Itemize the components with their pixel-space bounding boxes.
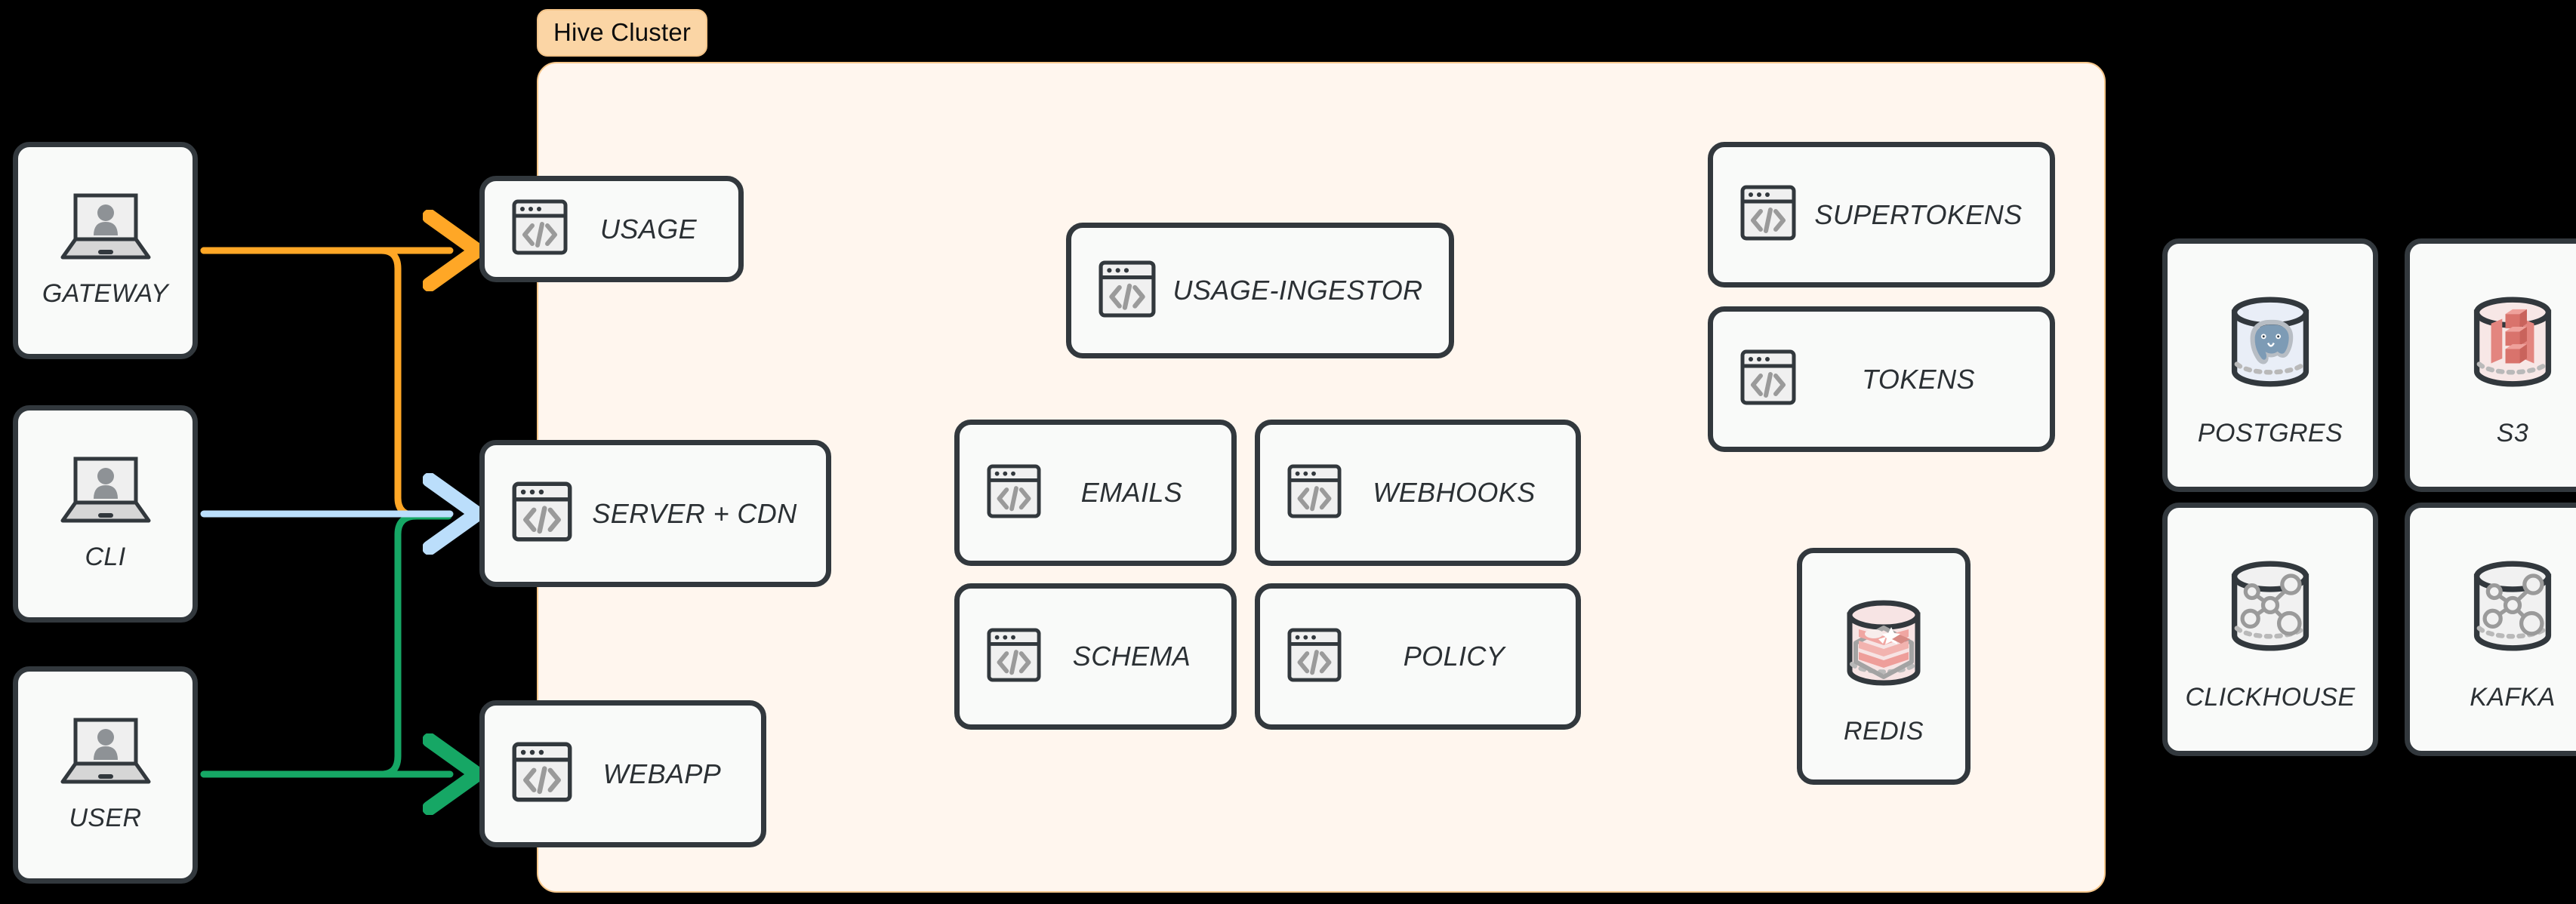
service-node-emails[interactable]: EMAILS <box>954 420 1237 566</box>
datastore-node-s3[interactable]: S3 <box>2405 238 2576 492</box>
service-label: POLICY <box>1403 641 1505 672</box>
s3-cylinder-icon <box>2453 282 2572 405</box>
code-window-icon <box>1287 463 1342 522</box>
datastore-label: POSTGRES <box>2197 419 2343 447</box>
client-node-cli[interactable]: CLI <box>13 405 198 623</box>
service-label: SERVER + CDN <box>592 497 797 529</box>
code-window-icon <box>987 627 1041 686</box>
laptop-user-icon <box>59 717 153 790</box>
service-node-schema[interactable]: SCHEMA <box>954 583 1237 730</box>
service-node-policy[interactable]: POLICY <box>1255 583 1581 730</box>
service-label: SCHEMA <box>1072 641 1191 672</box>
datastore-node-redis[interactable]: REDIS <box>1797 548 1971 785</box>
service-node-webapp[interactable]: WEBAPP <box>479 700 766 847</box>
code-window-icon <box>512 199 568 259</box>
client-label: USER <box>69 804 142 832</box>
client-node-gateway[interactable]: GATEWAY <box>13 142 198 359</box>
datastore-label: S3 <box>2496 419 2529 447</box>
service-label: USAGE <box>599 213 698 244</box>
service-label: EMAILS <box>1080 477 1183 508</box>
service-label: WEBHOOKS <box>1373 477 1536 508</box>
datastore-node-clickhouse[interactable]: CLICKHOUSE <box>2162 503 2378 756</box>
service-label: TOKENS <box>1862 363 1975 395</box>
laptop-user-icon <box>59 456 153 529</box>
code-window-icon <box>987 463 1041 522</box>
service-label: USAGE-INGESTOR <box>1172 275 1423 306</box>
redis-cylinder-icon <box>1827 586 1940 703</box>
graph-cylinder-icon <box>2211 546 2330 669</box>
datastore-label: CLICKHOUSE <box>2185 683 2356 712</box>
wire-gateway-to-server-cdn <box>200 247 452 519</box>
code-window-icon <box>512 742 572 806</box>
datastore-node-kafka[interactable]: KAFKA <box>2405 503 2576 756</box>
laptop-user-icon <box>59 192 153 266</box>
code-window-icon <box>512 481 572 546</box>
service-node-usage-ingestor[interactable]: USAGE-INGESTOR <box>1066 223 1454 358</box>
service-node-server-cdn[interactable]: SERVER + CDN <box>479 440 831 587</box>
service-node-supertokens[interactable]: SUPERTOKENS <box>1708 142 2055 287</box>
datastore-label: REDIS <box>1844 717 1924 746</box>
service-node-webhooks[interactable]: WEBHOOKS <box>1255 420 1581 566</box>
datastore-node-postgres[interactable]: POSTGRES <box>2162 238 2378 492</box>
datastore-label: KAFKA <box>2470 683 2556 712</box>
hive-cluster-badge: Hive Cluster <box>537 9 708 57</box>
client-label: CLI <box>85 543 126 571</box>
code-window-icon <box>1287 627 1342 686</box>
service-label: SUPERTOKENS <box>1814 198 2023 230</box>
service-label: WEBAPP <box>602 758 722 789</box>
client-label: GATEWAY <box>42 279 169 308</box>
wire-user-to-server-cdn <box>200 512 452 778</box>
service-node-tokens[interactable]: TOKENS <box>1708 306 2055 452</box>
code-window-icon <box>1740 185 1796 244</box>
code-window-icon <box>1740 349 1796 409</box>
postgres-cylinder-icon <box>2211 282 2330 405</box>
code-window-icon <box>1098 260 1156 321</box>
client-node-user[interactable]: USER <box>13 666 198 884</box>
service-node-usage[interactable]: USAGE <box>479 176 744 282</box>
graph-cylinder-icon <box>2453 546 2572 669</box>
